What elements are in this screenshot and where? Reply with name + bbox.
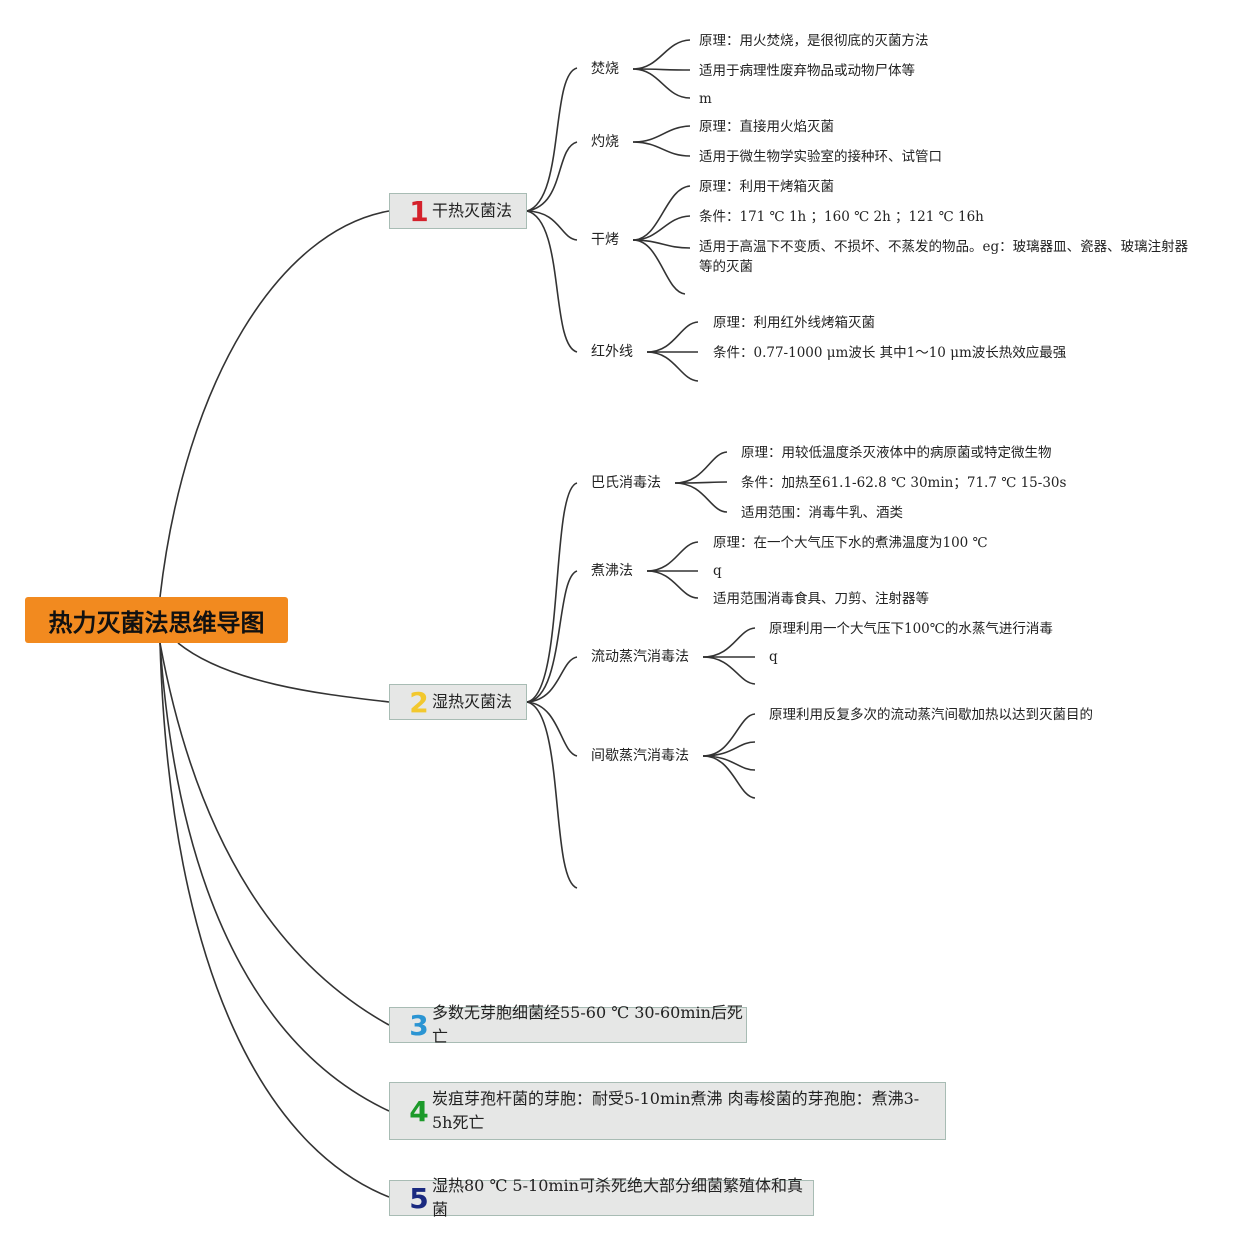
branch-number: 2 [409, 685, 429, 719]
leaf-text[interactable]: 适用于高温下不变质、不损坏、不蒸发的物品。eg：玻璃器皿、瓷器、玻璃注射器等的灭… [699, 239, 1189, 275]
leaf-text[interactable]: 原理：利用红外线烤箱灭菌 [713, 315, 875, 331]
branch-label: 多数无芽胞细菌经55-60 ℃ 30-60min后死亡 [432, 1003, 743, 1046]
leaf-text[interactable]: q [769, 649, 778, 665]
link-root-b1 [159, 210, 390, 598]
branch-moist-heat[interactable]: 2 湿热灭菌法 [389, 684, 527, 720]
subtopic-flaming[interactable]: 灼烧 [591, 134, 619, 150]
leaf-text[interactable]: 原理：利用干烤箱灭菌 [699, 179, 834, 195]
leaf-text[interactable]: 原理利用一个大气压下100℃的水蒸气进行消毒 [769, 621, 1053, 637]
branch-dry-heat[interactable]: 1 干热灭菌法 [389, 193, 527, 229]
leaf-text[interactable]: 适用范围消毒食具、刀剪、注射器等 [713, 591, 929, 607]
branch-moist-80c[interactable]: 5 湿热80 ℃ 5-10min可杀死绝大部分细菌繁殖体和真菌 [389, 1176, 814, 1219]
subtopic-incineration[interactable]: 焚烧 [591, 61, 619, 77]
leaf-text[interactable]: 原理利用反复多次的流动蒸汽间歇加热以达到灭菌目的 [769, 707, 1093, 723]
root-title: 热力灭菌法思维导图 [48, 608, 265, 637]
leaf-text[interactable]: q [713, 563, 722, 579]
branch-label: 炭疽芽孢杆菌的芽胞：耐受5-10min煮沸 肉毒梭菌的芽孢胞：煮沸3-5h死亡 [432, 1089, 920, 1132]
link-root-b2 [177, 642, 390, 703]
link-root-b3 [159, 642, 390, 1026]
leaf-text[interactable]: 适用于微生物学实验室的接种环、试管口 [699, 149, 942, 165]
subtopic-dry-oven[interactable]: 干烤 [591, 232, 619, 248]
leaf-text[interactable]: 条件：0.77-1000 μm波长 其中1～10 μm波长热效应最强 [713, 345, 1067, 361]
leaf-text[interactable]: m [699, 91, 712, 107]
root-topic[interactable]: 热力灭菌法思维导图 [25, 597, 288, 643]
subtopic-flowing-steam[interactable]: 流动蒸汽消毒法 [591, 649, 689, 665]
leaf-text[interactable]: 条件：加热至61.1-62.8 ℃ 30min；71.7 ℃ 15-30s [741, 475, 1067, 491]
branch-spore-free-bacteria[interactable]: 3 多数无芽胞细菌经55-60 ℃ 30-60min后死亡 [389, 1003, 747, 1046]
subtopic-infrared[interactable]: 红外线 [591, 344, 633, 360]
subtopic-intermittent-steam[interactable]: 间歇蒸汽消毒法 [591, 748, 689, 764]
leaf-text[interactable]: 原理：直接用火焰灭菌 [699, 119, 834, 135]
subtopic-pasteurization[interactable]: 巴氏消毒法 [591, 475, 661, 491]
leaf-text[interactable]: 适用范围：消毒牛乳、酒类 [741, 505, 903, 521]
branch-number: 4 [409, 1094, 429, 1128]
branch-number: 3 [409, 1008, 429, 1042]
branch-number: 1 [409, 194, 429, 228]
branch-spore-resistance[interactable]: 4 炭疽芽孢杆菌的芽胞：耐受5-10min煮沸 肉毒梭菌的芽孢胞：煮沸3-5h死… [389, 1082, 946, 1140]
branch-label: 湿热80 ℃ 5-10min可杀死绝大部分细菌繁殖体和真菌 [432, 1176, 803, 1219]
link-root-b5 [159, 642, 390, 1198]
link-root-b4 [159, 642, 390, 1112]
branch-label: 湿热灭菌法 [432, 692, 513, 711]
subtopic-boiling[interactable]: 煮沸法 [591, 563, 633, 579]
leaf-text[interactable]: 条件：171 ℃ 1h ；160 ℃ 2h ；121 ℃ 16h [699, 209, 984, 225]
branch-number: 5 [409, 1181, 429, 1215]
leaf-text[interactable]: 原理：用火焚烧，是很彻底的灭菌方法 [699, 33, 929, 49]
branch-label: 干热灭菌法 [432, 201, 513, 220]
leaf-text[interactable]: 适用于病理性废弃物品或动物尸体等 [699, 63, 915, 79]
leaf-text[interactable]: 原理：用较低温度杀灭液体中的病原菌或特定微生物 [741, 445, 1052, 461]
leaf-text[interactable]: 原理：在一个大气压下水的煮沸温度为100 ℃ [713, 535, 988, 551]
